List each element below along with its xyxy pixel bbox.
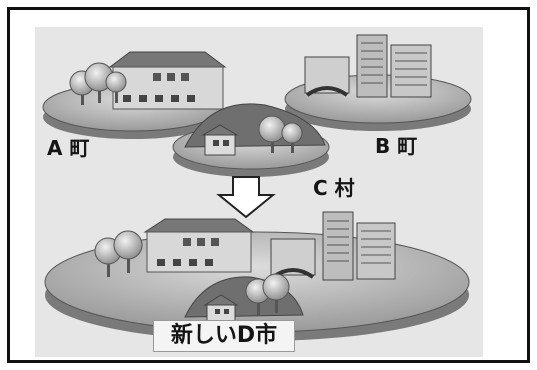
town-b-buildings [304,34,432,98]
city-d-house [143,218,255,273]
city-d-island [44,211,470,341]
label-town-a: A 町 [47,136,90,160]
town-a-trees [69,62,127,105]
village-c-trees [258,115,303,153]
merger-illustration: A 町 B 町 C 村 新しいD市 [35,27,483,357]
label-town-b: B 町 [375,134,418,158]
label-new-city-d: 新しいD市 [153,320,295,352]
city-d-trees-left [94,230,143,277]
town-a-house [108,51,227,110]
town-a-island [42,51,227,139]
merger-artwork [42,34,472,341]
label-village-c: C 村 [313,176,355,200]
diagram-frame: A 町 B 町 C 村 新しいD市 [7,7,530,363]
village-c-island [172,103,330,177]
village-c-house [201,124,239,156]
town-b-island [284,34,472,131]
merge-arrow-icon [216,176,276,219]
city-d-buildings [270,211,396,281]
city-d-trees-right [245,273,290,315]
